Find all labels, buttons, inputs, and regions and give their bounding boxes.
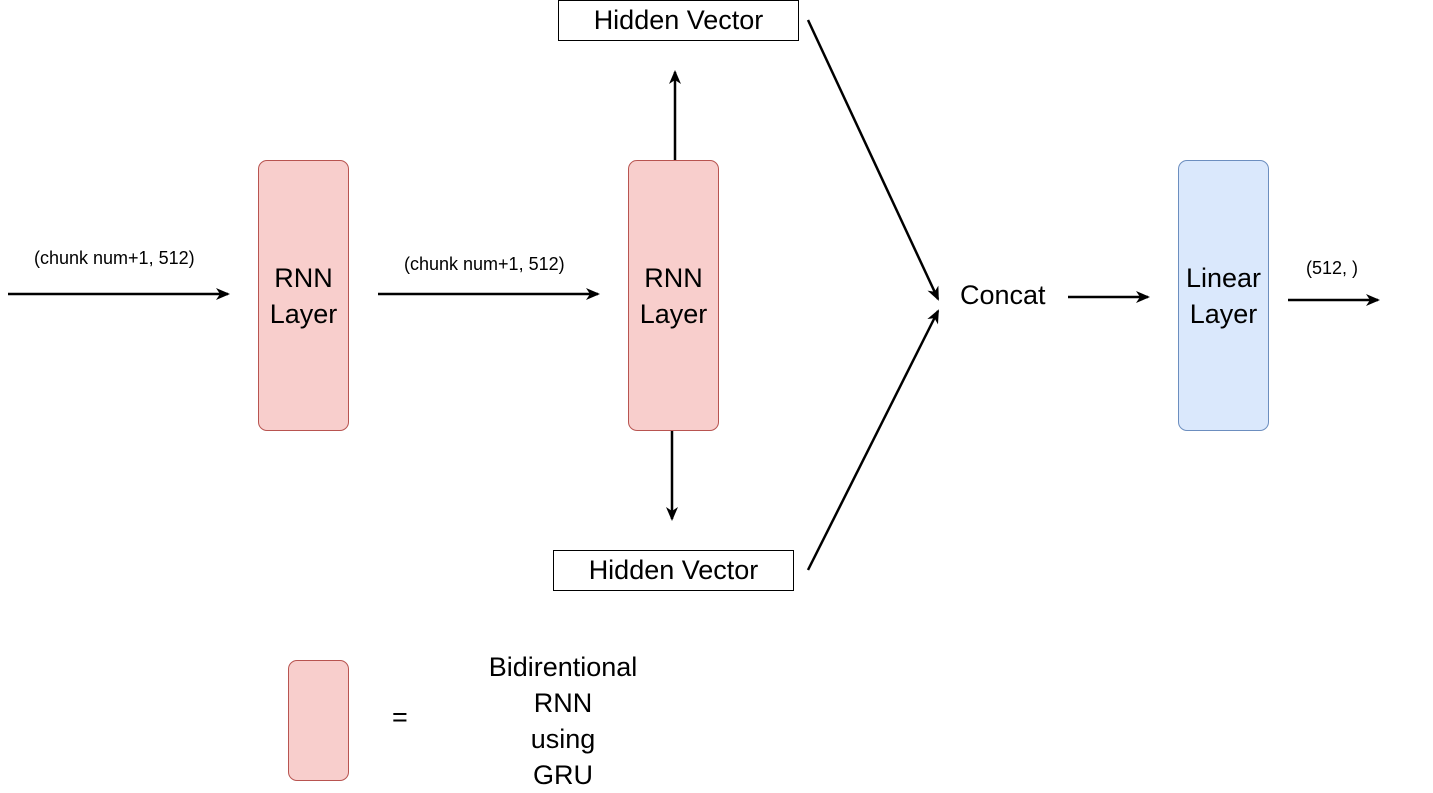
- rnn-layer-1: RNN Layer: [258, 160, 349, 431]
- linear-layer: Linear Layer: [1178, 160, 1269, 431]
- input-shape-label: (chunk num+1, 512): [34, 248, 195, 268]
- output-shape-label: (512, ): [1306, 258, 1359, 278]
- hidden-vector-top: Hidden Vector: [558, 0, 799, 41]
- concat-label: Concat: [960, 280, 1046, 310]
- mid-shape-label: (chunk num+1, 512): [404, 254, 565, 274]
- hidden-vector-bottom: Hidden Vector: [553, 550, 794, 591]
- hidden-top-to-concat-arrow: [806, 19, 940, 301]
- legend-rnn-swatch: [288, 660, 349, 781]
- hidden-bottom-to-concat-arrow: [806, 309, 940, 571]
- rnn-layer-2: RNN Layer: [628, 160, 719, 431]
- legend-description: Bidirentional RNN using GRU: [488, 652, 638, 790]
- legend-equals: =: [392, 702, 408, 732]
